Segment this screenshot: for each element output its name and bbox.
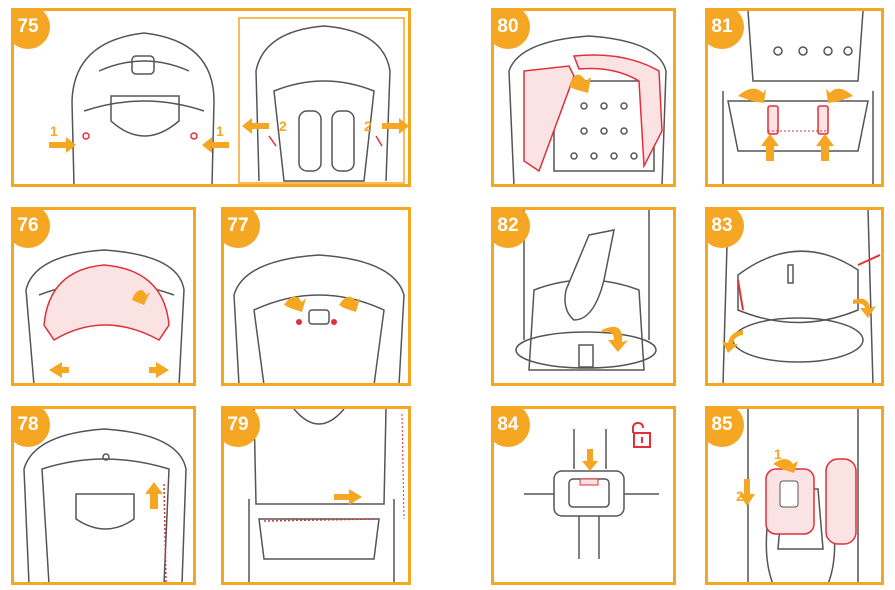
step-77-illustration [233,254,405,383]
step-76-panel: 76 [11,207,196,386]
step-85-illustration: 1 2 [736,409,859,582]
inset-frame [238,17,405,184]
step-84-panel: 84 [491,406,676,585]
step-84-illustration [524,421,659,559]
step-78-panel: 78 [11,406,196,585]
step-badge: 75 [14,11,50,49]
step-79-panel: 79 [221,406,411,585]
step-83-illustration [722,210,881,383]
step-81-illustration [722,11,874,184]
step-82-panel: 82 [491,207,676,386]
step-85-panel: 85 1 2 [705,406,884,585]
label-2: 2 [279,118,287,134]
step-83-panel: 83 [705,207,884,386]
step-81-panel: 81 [705,8,884,187]
step-78-illustration [23,428,187,582]
label-1: 1 [774,446,782,462]
step-76-illustration [25,249,185,383]
step-80-panel: 80 [491,8,676,187]
step-badge: 80 [494,11,530,49]
step-75-illustration: 1 1 2 2 [49,17,408,184]
step-badge: 84 [494,409,530,447]
label-1: 1 [50,123,58,139]
label-2: 2 [736,488,744,504]
label-1: 1 [216,123,224,139]
step-77-panel: 77 [221,207,411,386]
step-80-illustration [508,35,667,184]
step-75-panel: 75 1 1 2 2 [11,8,411,187]
label-2: 2 [364,118,372,134]
step-79-illustration [248,409,405,582]
unlock-icon [632,421,651,448]
step-badge: 78 [14,409,50,447]
